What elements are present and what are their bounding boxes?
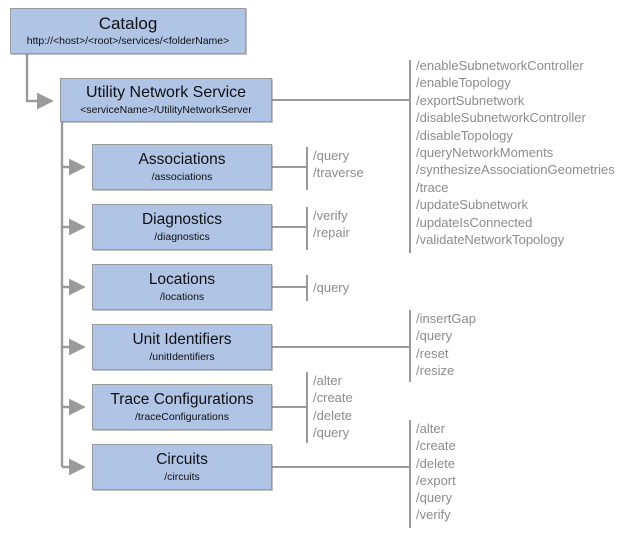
node-utility-network-service-title: Utility Network Service [85,84,247,101]
operation-item[interactable]: /trace [416,179,449,195]
operations-utility-network-service: /enableSubnetworkController /enableTopol… [416,57,615,248]
operation-item[interactable]: /enableTopology [416,75,511,91]
operation-item[interactable]: /export [416,472,456,488]
operation-item[interactable]: /query [313,148,350,163]
operations-diagnostics: /verify /repair [313,207,350,242]
node-catalog-title: Catalog [98,14,158,33]
operation-item[interactable]: /exportSubnetwork [416,92,525,108]
node-unit-identifiers[interactable]: Unit Identifiers /unitIdentifiers [92,324,272,370]
operation-item[interactable]: /disableSubnetworkController [416,110,586,126]
operation-item[interactable]: /synthesizeAssociationGeometries [416,162,615,178]
node-unit-identifiers-path: /unitIdentifiers [149,351,215,363]
operation-item[interactable]: /create [416,438,456,454]
operation-item[interactable]: /query [416,490,453,506]
operation-item[interactable]: /enableSubnetworkController [416,58,584,73]
operations-trace-configurations: /alter /create /delete /query [313,372,353,441]
operation-item[interactable]: /alter [313,373,342,388]
node-associations[interactable]: Associations /associations [92,144,272,190]
node-trace-configurations-path: /traceConfigurations [135,411,229,423]
operation-item[interactable]: /reset [416,345,449,361]
operation-item[interactable]: /insertGap [416,311,476,326]
node-trace-configurations[interactable]: Trace Configurations /traceConfiguration… [92,384,272,430]
node-locations[interactable]: Locations /locations [92,264,272,310]
operation-item[interactable]: /alter [416,421,445,436]
operation-item[interactable]: /queryNetworkMoments [416,145,554,161]
operation-item[interactable]: /delete [416,455,456,471]
operation-item[interactable]: /disableTopology [416,127,513,143]
node-circuits[interactable]: Circuits /circuits [92,444,272,490]
operation-item[interactable]: /traverse [313,165,364,181]
node-utility-network-service[interactable]: Utility Network Service <serviceName>/Ut… [60,78,272,122]
node-diagnostics-path: /diagnostics [154,231,210,243]
operations-locations: /query [313,279,349,296]
operations-unit-identifiers: /insertGap /query /reset /resize [416,310,476,379]
node-diagnostics-title: Diagnostics [141,211,223,228]
operation-item[interactable]: /verify [416,507,451,523]
operation-item[interactable]: /repair [313,225,350,241]
operation-item[interactable]: /create [313,390,353,406]
operation-item[interactable]: /verify [313,208,348,223]
node-associations-title: Associations [138,151,226,168]
operation-item[interactable]: /query [416,328,453,344]
node-diagnostics[interactable]: Diagnostics /diagnostics [92,204,272,250]
node-circuits-title: Circuits [156,451,208,468]
node-associations-path: /associations [151,171,213,183]
node-unit-identifiers-title: Unit Identifiers [132,331,232,348]
operation-item[interactable]: /query [313,424,350,440]
node-catalog-path: http://<host>/<root>/services/<folderNam… [26,35,230,47]
node-trace-configurations-title: Trace Configurations [110,391,254,408]
operation-item[interactable]: /updateIsConnected [416,214,533,230]
node-catalog[interactable]: Catalog http://<host>/<root>/services/<f… [10,8,246,54]
operation-item[interactable]: /query [313,280,350,295]
operation-item[interactable]: /validateNetworkTopology [416,232,565,248]
node-locations-path: /locations [159,291,205,303]
operations-circuits: /alter /create /delete /export /query /v… [416,420,456,524]
node-locations-title: Locations [148,271,216,288]
operations-associations: /query /traverse [313,147,364,182]
operation-item[interactable]: /delete [313,407,353,423]
node-utility-network-service-path: <serviceName>/UtilityNetworkServer [80,104,252,116]
node-circuits-path: /circuits [164,471,200,483]
operation-item[interactable]: /resize [416,362,455,378]
operation-item[interactable]: /updateSubnetwork [416,197,529,213]
